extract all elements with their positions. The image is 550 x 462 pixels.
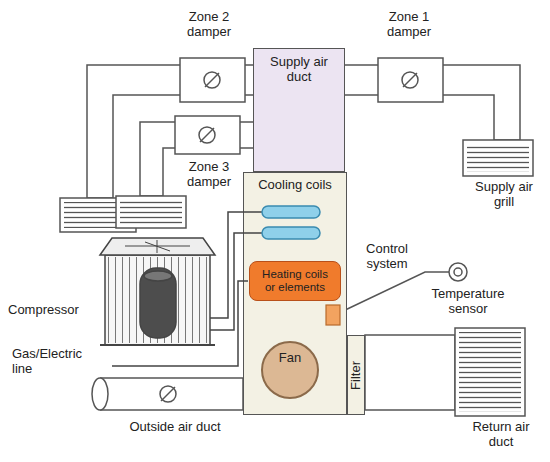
zone-2-duct [205,73,219,87]
zone-3-duct [200,128,214,142]
zone-3-duct [199,127,215,143]
outside-air-duct [92,378,108,410]
filter-panel: Filter [347,335,365,415]
zone-2-duct [60,58,253,232]
return-air-duct [459,332,521,412]
cooling-coil [262,206,320,218]
refrigerant-lines [210,212,262,318]
gas-electric-line [112,281,248,366]
compressor-unit [105,255,210,345]
return-air-duct [365,328,525,416]
compressor-label: Compressor [8,303,96,318]
zone-1-duct [467,144,529,172]
gas-electric-line [112,281,248,366]
zone-2-duct [204,72,220,88]
heating-element: Heating coils or elements [249,261,341,301]
return-air-duct [455,328,525,416]
zone-3-duct [116,196,186,228]
compressor-unit [100,344,215,346]
zone-3-duct [175,116,240,154]
control-label: Control system [352,242,422,272]
temperature-sensor [454,268,462,276]
node-text: Fan [279,351,301,366]
return-duct-label: Return air duct [468,420,534,450]
zone-2-duct [180,58,245,102]
node-text: Filter [349,361,364,390]
temperature-sensor [449,263,467,281]
compressor-unit [140,268,176,338]
zone-3-duct [116,116,253,228]
control-box [326,305,340,325]
outside-air-duct [160,386,176,402]
compressor-unit [107,257,208,343]
fan-circle: Fan [261,341,319,399]
compressor-unit [145,242,170,251]
zone-1-duct [403,73,417,87]
node-text: Supply air duct [258,55,340,85]
damper-label: Zone 1 damper [378,10,440,40]
outside-air-duct [92,378,243,410]
compressor-unit [100,238,215,255]
return-air-duct [365,335,455,410]
gas-line-label: Gas/Electric line [12,347,104,377]
compressor-unit [100,238,215,345]
zone-1-duct [345,58,533,176]
cooling-coil [262,206,320,239]
cooling-coil [262,227,320,239]
zone-1-duct [463,140,533,176]
zone-1-duct [378,58,443,102]
sensor-label: Temperature sensor [418,287,518,317]
compressor-unit [144,271,172,281]
outside-air-duct [161,387,175,401]
supply-duct-box: Supply air duct [253,48,345,172]
grill-label: Supply air grill [474,180,534,210]
node-text: Cooling coils [258,178,332,193]
outside-air-duct [100,378,243,410]
zone-1-duct [402,72,418,88]
node-text: Heating coils or elements [256,268,334,294]
damper-label: Zone 2 damper [178,10,240,40]
refrigerant-lines [210,233,262,330]
zone-3-duct [120,200,182,224]
air-handler-box: Cooling coilsHeating coils or elementsFa… [243,172,347,415]
refrigerant-lines [210,212,262,330]
outside-duct-label: Outside air duct [110,420,240,435]
damper-label: Zone 3 damper [178,160,240,190]
